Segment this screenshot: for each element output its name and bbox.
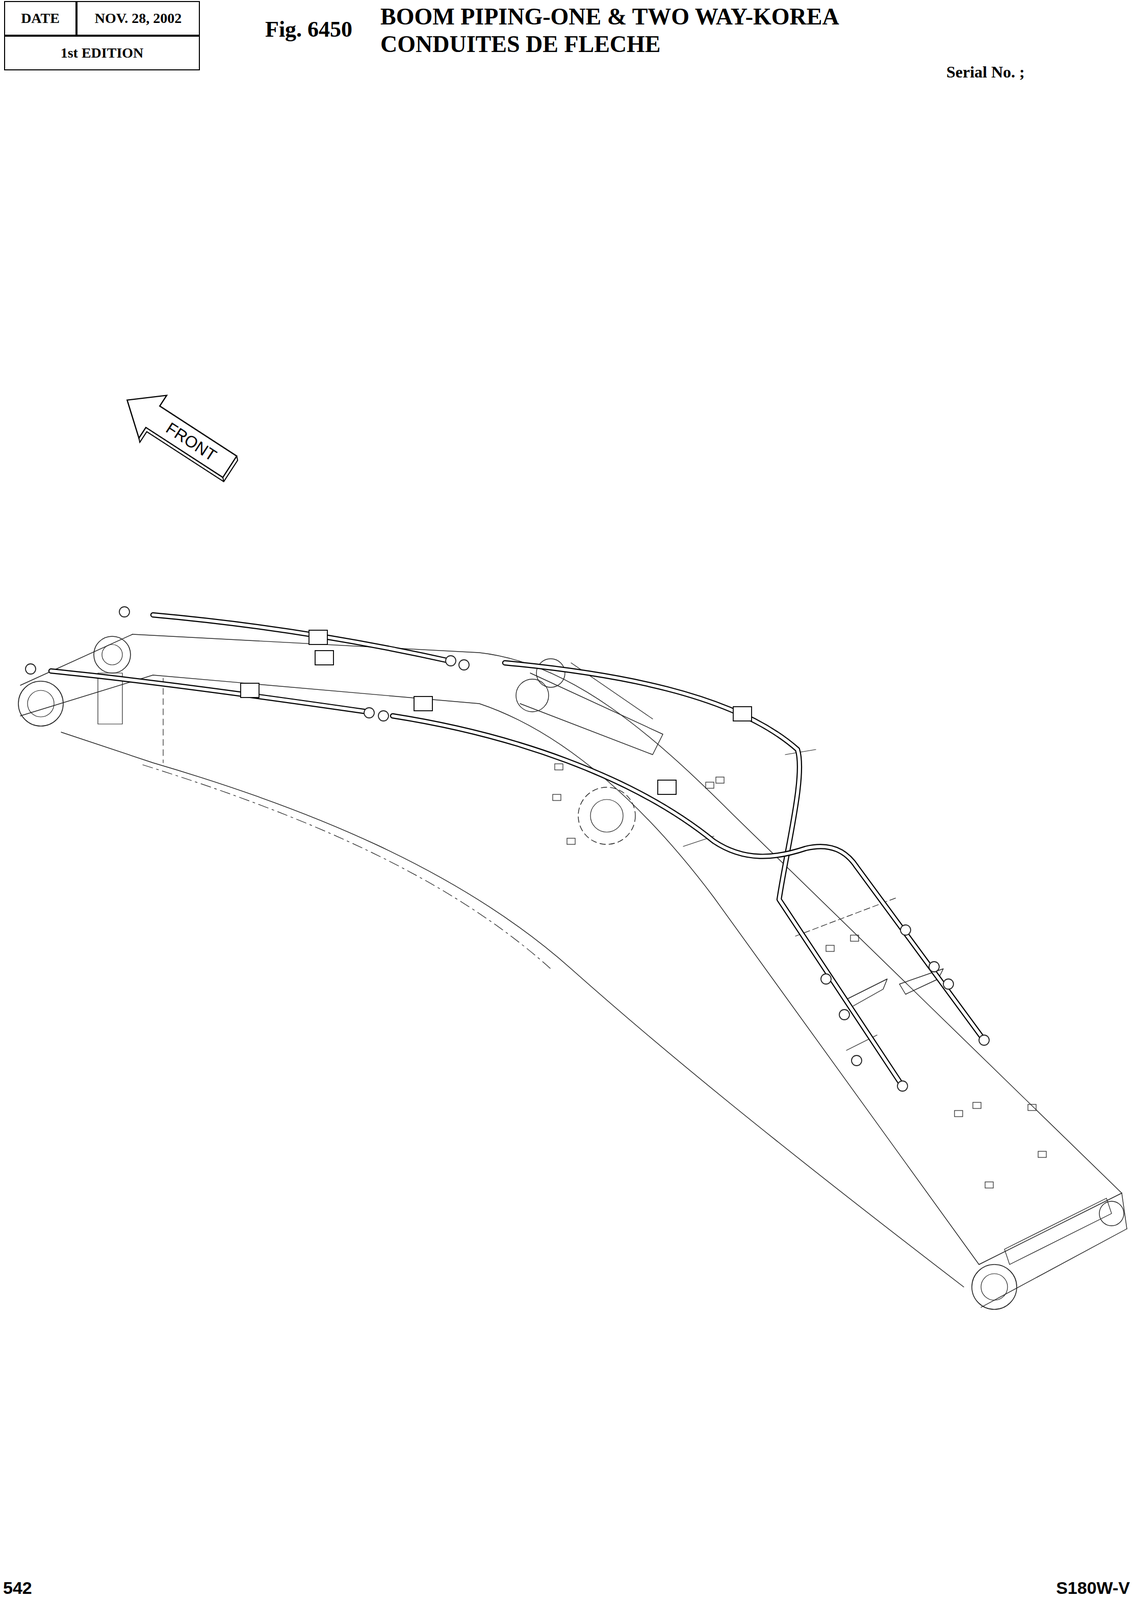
boom-pipe <box>392 715 985 1041</box>
pipe-fitting <box>897 1080 908 1092</box>
boom-tip-edge <box>1121 1193 1127 1229</box>
date-heading-cell: DATE <box>4 1 77 36</box>
boom-pipe <box>504 662 903 1087</box>
edition-cell: 1st EDITION <box>4 35 200 71</box>
boom-pipe <box>152 614 449 661</box>
pipe-fitting <box>119 606 130 617</box>
serial-number: Serial No. ; <box>946 63 1025 82</box>
boom-pipe <box>504 662 903 1087</box>
cylinder-boss <box>590 799 624 833</box>
foot-pin-hole <box>101 644 123 665</box>
mount-lug <box>850 935 859 942</box>
mount-lug <box>985 1181 994 1189</box>
pipe-fitting <box>851 1055 862 1066</box>
pipe-fitting <box>943 978 954 990</box>
mount-lug <box>1038 1151 1047 1158</box>
pipe-clamp <box>315 650 334 665</box>
foot-pin-hole <box>27 690 55 717</box>
pipe-fitting <box>839 1009 850 1020</box>
mount-lug <box>705 782 714 789</box>
tip-pin-boss <box>1099 1201 1124 1226</box>
boom-tip-edge <box>981 1228 1127 1308</box>
model-code: S180W-V <box>1055 1578 1130 1598</box>
boom-top-edge <box>132 634 1122 1194</box>
boom-drawing <box>18 606 1127 1310</box>
mount-lug <box>567 838 576 845</box>
boom-weld-line <box>142 764 551 969</box>
cylinder-boss <box>578 787 636 845</box>
pipe-fitting <box>978 1035 990 1046</box>
tip-pin-boss <box>971 1264 1017 1310</box>
boom-bottom-edge <box>61 732 964 1287</box>
boom-pipe <box>152 614 449 661</box>
mount-lug <box>826 945 835 952</box>
pipe-clamp <box>240 683 260 698</box>
pipe-fitting <box>364 707 375 718</box>
boom-pipe <box>50 671 368 712</box>
node-text: DATE <box>20 10 60 27</box>
pipe-clamp <box>414 696 433 711</box>
boom-side-edge <box>20 675 979 1265</box>
pipe-fitting <box>445 655 456 666</box>
pipe-clamp <box>657 780 677 795</box>
pipe-fitting <box>820 973 832 985</box>
page-title: BOOM PIPING-ONE & TWO WAY-KOREA <box>380 4 840 31</box>
figure-number: Fig. 6450 <box>265 17 353 42</box>
pipe-fitting <box>900 924 911 936</box>
mount-lug <box>715 777 725 784</box>
mount-lug <box>972 1102 982 1109</box>
boom-pipe <box>50 671 368 712</box>
arrow-shape <box>113 378 244 489</box>
title-french: CONDUITES DE FLECHE <box>380 31 661 58</box>
foot-pin-boss <box>18 681 64 727</box>
foot-pin-boss <box>93 636 131 674</box>
pipe-clamp <box>733 706 752 721</box>
node-text: NOV. 28, 2002 <box>94 10 183 27</box>
mount-lug <box>552 794 561 801</box>
front-arrow: FRONT <box>113 378 244 489</box>
tip-pin-hole <box>981 1273 1008 1301</box>
pipe-bracket <box>846 978 888 1008</box>
mount-lug <box>1027 1104 1037 1111</box>
bracket-boss <box>516 679 549 712</box>
pipe-fitting <box>929 961 940 972</box>
boom-plate-edge <box>162 678 164 763</box>
bracket-boss <box>536 658 565 688</box>
boom-tip-edge <box>978 1193 1122 1265</box>
pipe-fitting <box>25 663 36 675</box>
page-number: 542 <box>3 1578 33 1598</box>
boom-tip-plate <box>1004 1198 1112 1265</box>
node-text: 1st EDITION <box>60 44 144 62</box>
pipe-clamp <box>308 630 328 645</box>
date-value-cell: NOV. 28, 2002 <box>76 1 200 36</box>
boom-pipe <box>392 715 985 1041</box>
mount-lug <box>954 1110 963 1117</box>
mount-lug <box>554 763 563 770</box>
pipe-fitting <box>458 659 470 670</box>
pipe-fitting <box>378 710 389 721</box>
